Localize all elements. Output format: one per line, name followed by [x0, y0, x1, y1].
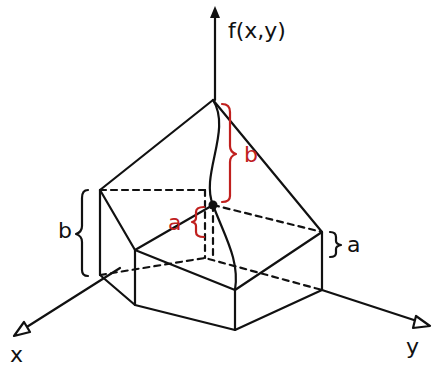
- box-edge: [234, 290, 236, 330]
- bracket: [76, 190, 88, 276]
- y-axis-head: [413, 316, 430, 328]
- hidden-edge: [212, 205, 214, 258]
- section-curve: [210, 100, 236, 290]
- ridge: [100, 100, 322, 232]
- box-edge: [321, 232, 323, 290]
- f-axis: [214, 14, 216, 100]
- box-bottom-back: [100, 258, 322, 290]
- hidden-edge: [213, 205, 322, 232]
- point: [209, 201, 218, 210]
- x-axis-head: [14, 322, 30, 336]
- y-axis: [322, 290, 420, 322]
- red-bracket: [192, 207, 204, 237]
- box-edge: [134, 250, 136, 305]
- dimension-label: a: [168, 212, 181, 234]
- axis-label: x: [10, 344, 23, 366]
- axis-label: y: [406, 336, 419, 358]
- surface-edge: [135, 205, 213, 250]
- box-edge-hidden: [204, 190, 206, 258]
- function-label: f(x,y): [228, 20, 286, 42]
- surface-edge: [100, 190, 135, 250]
- dimension-label: a: [347, 234, 360, 256]
- bracket: [330, 232, 341, 257]
- box-edge: [99, 190, 101, 275]
- red-bracket: [222, 104, 236, 202]
- x-axis: [22, 268, 120, 330]
- box-bottom: [100, 275, 322, 330]
- dimension-label: b: [244, 144, 258, 166]
- hidden-edge: [100, 189, 205, 191]
- dimension-label: b: [58, 220, 72, 242]
- f-axis-head: [210, 6, 220, 18]
